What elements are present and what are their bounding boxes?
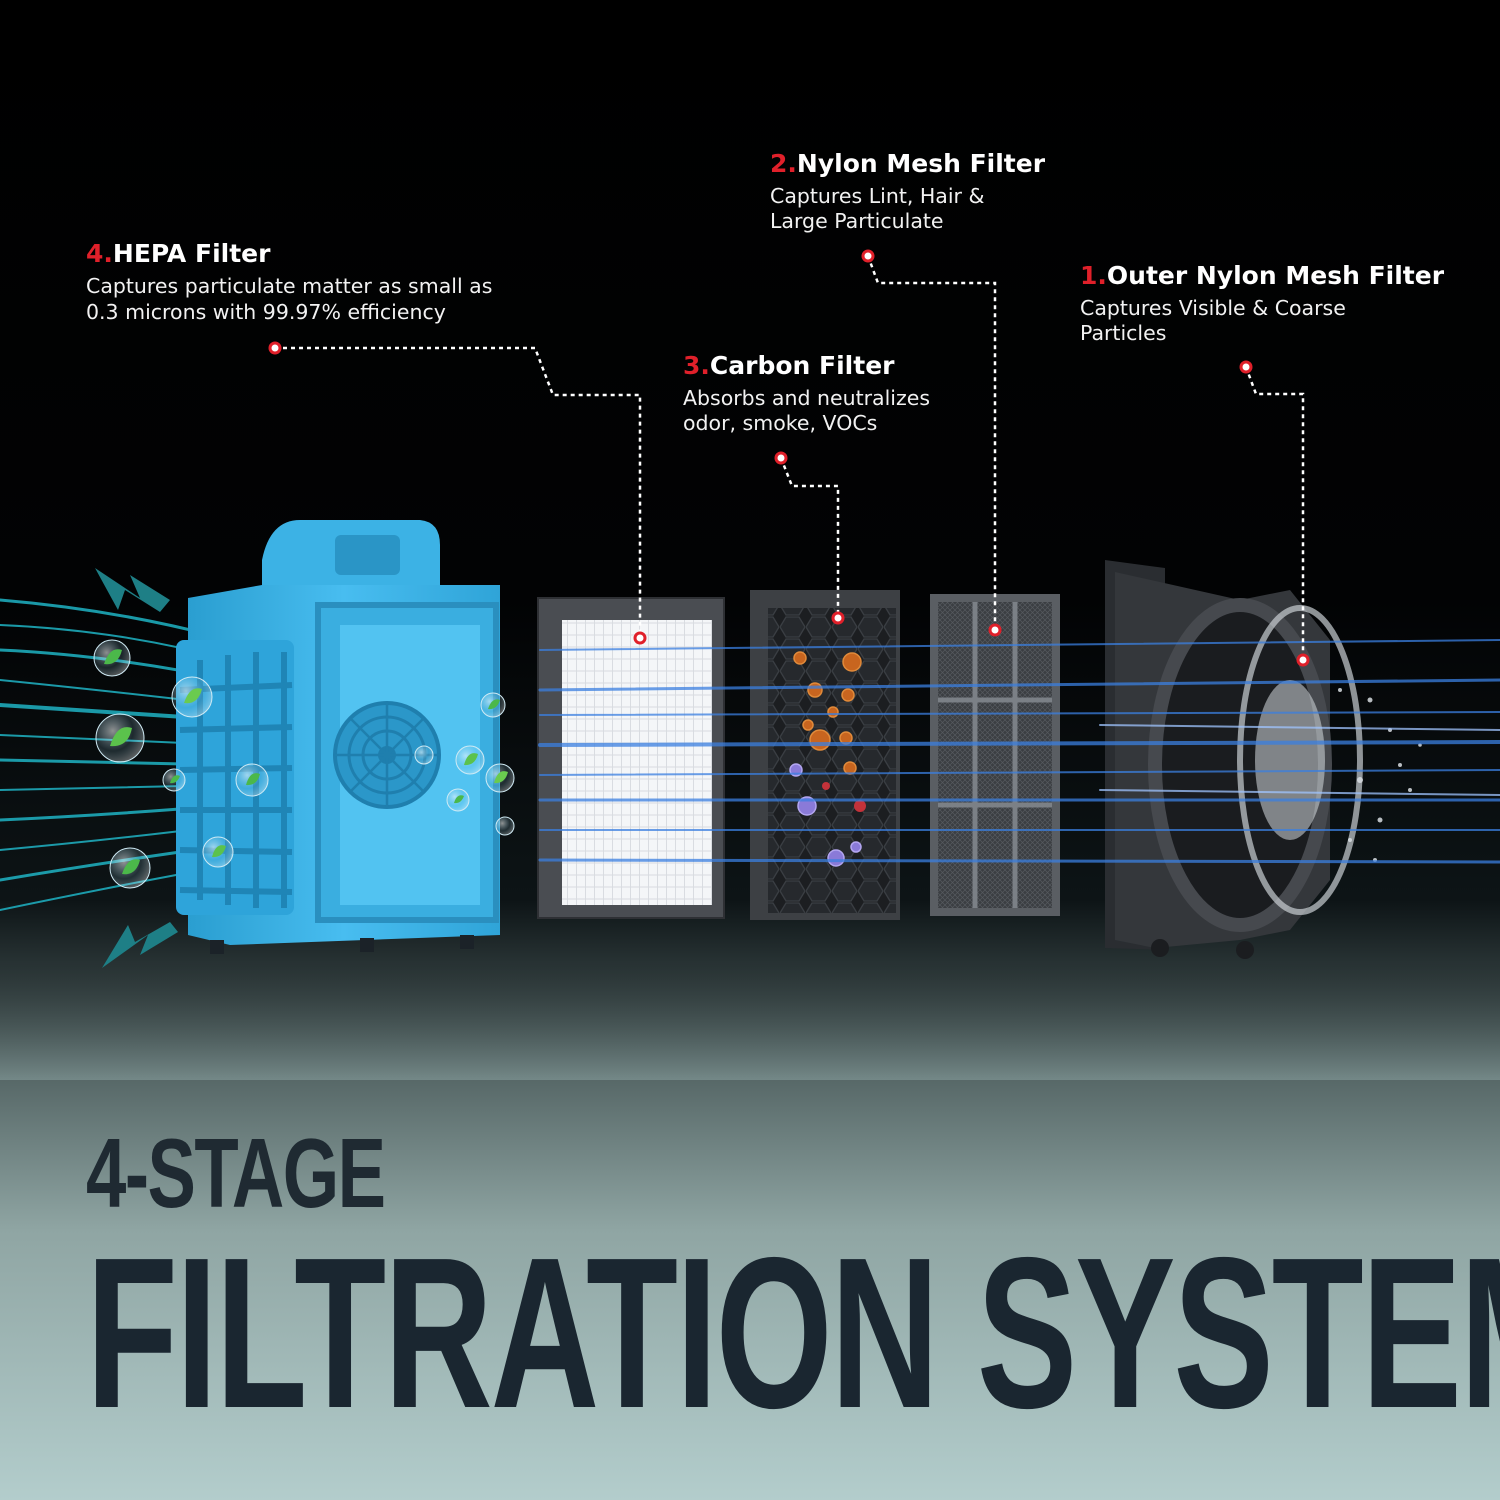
callout-dots [268,249,1310,667]
callout-title: 4.HEPA Filter [86,239,492,269]
callout-description-line: Captures particulate matter as small as [86,274,493,298]
callout-nylon-mesh-filter: 2.Nylon Mesh Filter Captures Lint, Hair … [770,149,1045,234]
callout-number: 2. [770,149,797,178]
callout-description-line: 0.3 microns with 99.97% efficiency [86,300,446,324]
callout-outer-nylon-mesh-filter: 1.Outer Nylon Mesh Filter Captures Visib… [1080,261,1444,346]
callout-description-line: Large Particulate [770,209,944,233]
callout-number: 4. [86,239,113,268]
carbon-filter-panel [750,590,900,920]
callout-number: 3. [683,351,710,380]
callout-title-text: HEPA Filter [112,239,271,268]
outer-nylon-mesh-filter-panel [1105,560,1363,959]
hepa-filter-panel [537,597,725,919]
callout-leader-lines [275,255,1305,660]
callout-carbon-filter: 3.Carbon Filter Absorbs and neutralizes … [683,351,930,436]
callout-description-line: Captures Visible & Coarse [1080,296,1346,320]
callout-hepa-filter: 4.HEPA Filter Captures particulate matte… [86,239,492,325]
callout-number: 1. [1080,261,1107,290]
air-scrubber-unit [176,520,500,954]
fan-grille-icon [333,701,441,809]
callout-description-line: Captures Lint, Hair & [770,184,985,208]
callout-title: 2.Nylon Mesh Filter [770,149,1045,179]
callout-title-text: Outer Nylon Mesh Filter [1106,261,1445,290]
callout-description-line: odor, smoke, VOCs [683,411,878,435]
callout-title-text: Carbon Filter [709,351,895,380]
leaf-bubble-icon [93,639,515,889]
headline-line-2: FILTRATION SYSTEM [86,1212,1500,1453]
callout-title: 1.Outer Nylon Mesh Filter [1080,261,1444,291]
filter-airflow-streaks [538,639,1500,864]
callout-description-line: Particles [1080,321,1167,345]
nylon-mesh-filter-panel [930,594,1060,916]
callout-title-text: Nylon Mesh Filter [796,149,1046,178]
callout-description-line: Absorbs and neutralizes [683,386,931,410]
headline-line-1: 4-STAGE [86,1118,386,1228]
airflow-arrow-icon [95,568,178,968]
callout-title: 3.Carbon Filter [683,351,930,381]
